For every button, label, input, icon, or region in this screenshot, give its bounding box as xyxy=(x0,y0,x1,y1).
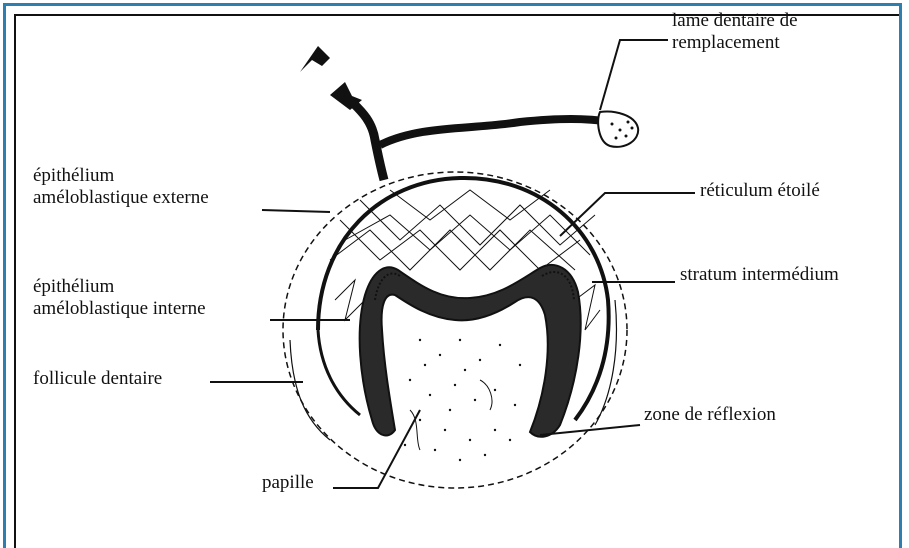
label-lame-dentaire: lame dentaire de remplacement xyxy=(672,10,798,54)
leader-epithelium-externe xyxy=(262,210,330,212)
label-papille: papille xyxy=(262,472,314,494)
label-epithelium-externe-line1: épithélium xyxy=(33,165,209,187)
label-epithelium-externe: épithélium améloblastique externe xyxy=(33,165,209,209)
label-epithelium-interne-line2: améloblastique interne xyxy=(33,298,206,320)
lamina-fragment-top xyxy=(300,46,330,72)
label-stratum: stratum intermédium xyxy=(680,264,839,286)
replacement-lamina xyxy=(380,119,612,145)
label-epithelium-interne: épithélium améloblastique interne xyxy=(33,276,206,320)
label-zone-reflexion: zone de réflexion xyxy=(644,404,776,426)
label-lame-dentaire-line2: remplacement xyxy=(672,32,798,54)
label-lame-dentaire-line1: lame dentaire de xyxy=(672,10,798,32)
dental-papilla-dots xyxy=(404,339,521,461)
dental-lamina-cord xyxy=(350,100,384,180)
label-epithelium-interne-line1: épithélium xyxy=(33,276,206,298)
leader-lines xyxy=(210,40,695,488)
leader-lame-dentaire xyxy=(600,40,668,110)
label-epithelium-externe-line2: améloblastique externe xyxy=(33,187,209,209)
papilla-inner-lines xyxy=(410,380,492,450)
follicle-left-edge xyxy=(290,340,330,440)
outer-enamel-epithelium-left xyxy=(318,330,360,415)
label-reticulum: réticulum étoilé xyxy=(700,180,820,202)
inner-enamel-epithelium xyxy=(360,265,581,437)
label-follicule: follicule dentaire xyxy=(33,368,162,390)
